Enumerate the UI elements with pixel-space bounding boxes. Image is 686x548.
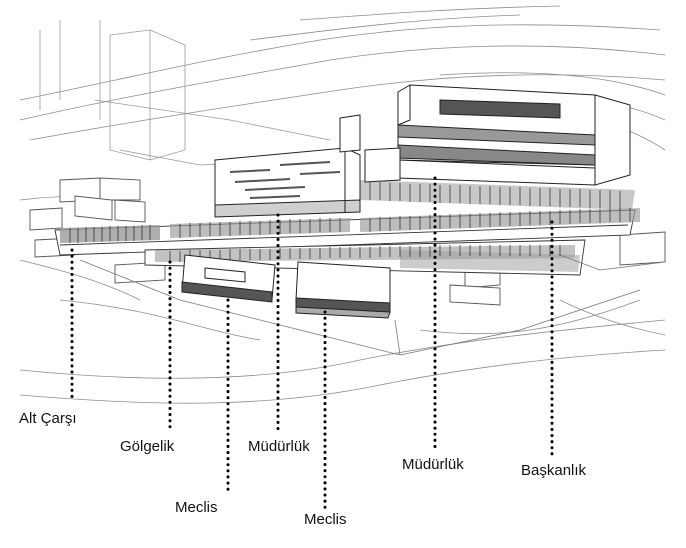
- label-golgelik: Gölgelik: [120, 438, 175, 455]
- terrain-contours: [19, 5, 666, 404]
- leader-lines: [70, 176, 554, 510]
- louvre-ticks: [69, 182, 631, 262]
- building-meclis-left: [181, 254, 276, 303]
- building-mudurluk-left: [214, 114, 361, 218]
- label-meclis-left: Meclis: [175, 499, 218, 516]
- site-outline: [79, 254, 666, 356]
- label-mudurluk-left: Müdürlük: [248, 438, 310, 455]
- label-baskanlik: Başkanlık: [521, 462, 587, 479]
- building-meclis-right: [295, 261, 391, 319]
- label-alt-carsi: Alt Çarşı: [19, 410, 77, 427]
- context-tower-wireframe: [39, 20, 331, 166]
- label-meclis-right: Meclis: [304, 511, 347, 528]
- label-mudurluk-right: Müdürlük: [402, 456, 464, 473]
- building-mudurluk-right: [364, 84, 631, 186]
